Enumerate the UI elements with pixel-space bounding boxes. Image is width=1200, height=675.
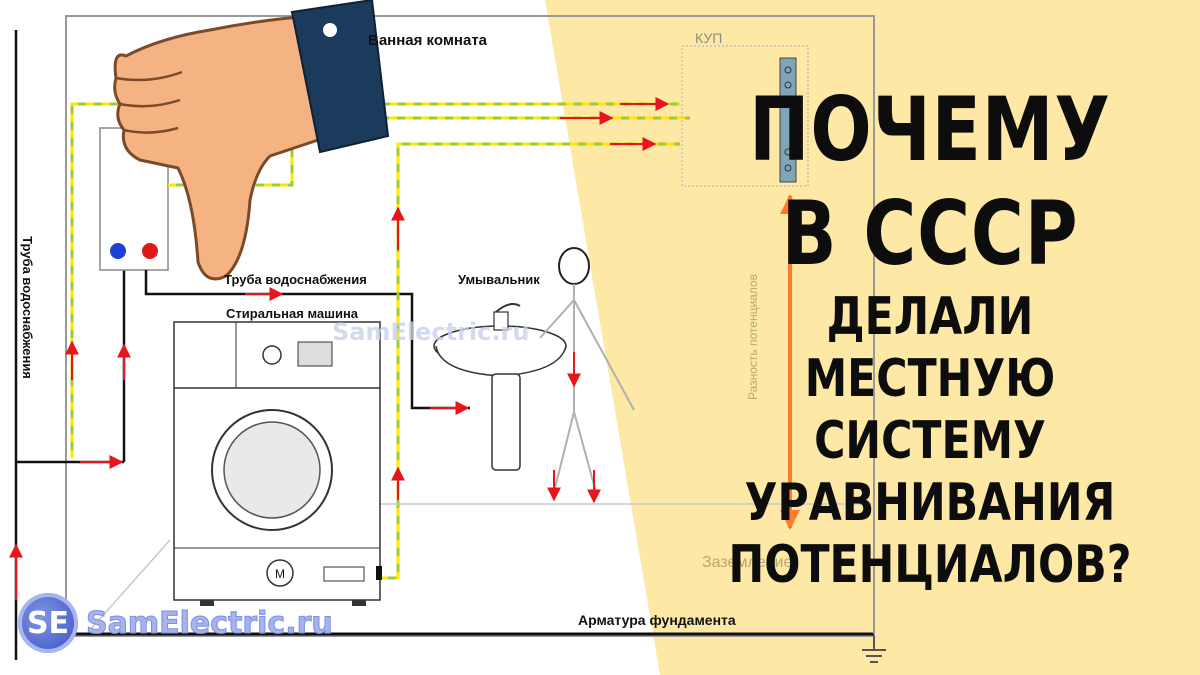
site-watermark: SE SamElectric.ru bbox=[18, 592, 333, 654]
ground-icon bbox=[862, 636, 886, 663]
grounding-conductors bbox=[70, 102, 690, 580]
headline-line-5: СИСТЕМУ bbox=[814, 411, 1046, 471]
headline-line-7: ПОТЕНЦИАЛОВ? bbox=[728, 535, 1132, 595]
site-name: SamElectric.ru bbox=[86, 605, 334, 641]
headline-line-3: ДЕЛАЛИ bbox=[826, 287, 1034, 347]
sink-label: Умывальник bbox=[458, 272, 540, 287]
motor-symbol: M bbox=[275, 567, 285, 581]
thumbs-down-icon bbox=[113, 0, 390, 281]
washing-machine: M bbox=[173, 321, 382, 606]
room-label: Ванная комната bbox=[368, 32, 488, 49]
foundation-label: Арматура фундамента bbox=[578, 612, 736, 628]
kup-busbar bbox=[779, 57, 797, 183]
cold-tap-indicator bbox=[110, 243, 126, 259]
water-pipe-horizontal-label: Труба водоснабжения bbox=[224, 272, 367, 287]
headline-line-2: В СССР bbox=[781, 182, 1079, 285]
conductor-label: Заземление bbox=[702, 554, 793, 571]
ghost-watermark: SamElectric.ru bbox=[332, 318, 530, 346]
washer-label: Стиральная машина bbox=[226, 306, 359, 321]
water-pipe-vertical-label: Труба водоснабжения bbox=[19, 236, 35, 379]
site-logo: SE bbox=[18, 593, 78, 653]
floor-diagonal bbox=[89, 539, 171, 631]
headline-line-4: МЕСТНУЮ bbox=[804, 349, 1056, 409]
headline-line-6: УРАВНИВАНИЯ bbox=[744, 473, 1116, 533]
kup-box bbox=[681, 45, 809, 187]
headline-background-panel bbox=[545, 0, 1200, 675]
headline-line-1: ПОЧЕМУ bbox=[749, 78, 1111, 181]
motor-circle bbox=[266, 559, 294, 587]
kup-label: КУП bbox=[695, 30, 723, 46]
headline: ПОЧЕМУ В СССР ДЕЛАЛИ МЕСТНУЮ СИСТЕМУ УРА… bbox=[709, 78, 1152, 596]
person-figure bbox=[539, 247, 635, 493]
hot-tap-indicator bbox=[142, 243, 158, 259]
sink bbox=[433, 303, 567, 471]
